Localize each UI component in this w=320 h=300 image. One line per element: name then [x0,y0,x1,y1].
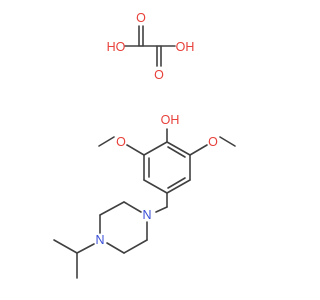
bond-methylene-nitrogen [155,206,168,213]
ring-inner-double-c1-c2 [167,146,186,158]
bond-c2-methoxy-oxygen [189,144,208,156]
oxalic-left-hydroxyl-label: HO [107,40,126,54]
chemical-structure-drawing: HO OH O O OH O O [53,11,236,279]
oxalic-top-carbonyl-oxygen-label: O [136,11,146,25]
piperazine-bond-c2-c3 [123,239,148,254]
piperazine-bond-c3-n4 [106,242,125,254]
bond-isopropyl-methyl-left [53,239,78,254]
methoxy-right-oxygen-label: O [208,135,218,149]
phenol-hydroxyl-label: OH [161,113,180,127]
ring-bond-c3-c4 [166,179,191,194]
oxalic-bottom-carbonyl-oxygen-label: O [154,68,164,82]
bond-c6-methoxy-oxygen [126,144,145,156]
piperazine-bond-c6-n1 [123,201,142,213]
ring-bond-c4-c5 [143,179,168,194]
phenol-ring: OH O O [98,113,236,213]
piperazine-ring: N N [53,201,152,279]
piperazine-bottom-nitrogen-label: N [95,233,104,247]
ring-inner-double-c3-c4 [167,177,186,189]
methoxy-left-oxygen-label: O [116,135,126,149]
piperazine-top-nitrogen-label: N [142,208,151,222]
bond-n4-isopropyl-ch [76,243,95,254]
ring-bond-c1-c2 [166,141,191,156]
oxalic-acid-molecule: HO OH O O [107,11,195,82]
bond-methoxy-right-methyl [219,136,236,147]
oxalic-right-hydroxyl-label: OH [176,40,195,54]
ring-bond-c6-c1 [143,141,168,156]
piperazine-bond-c5-c6 [99,201,125,216]
bond-methoxy-left-methyl [98,136,115,147]
